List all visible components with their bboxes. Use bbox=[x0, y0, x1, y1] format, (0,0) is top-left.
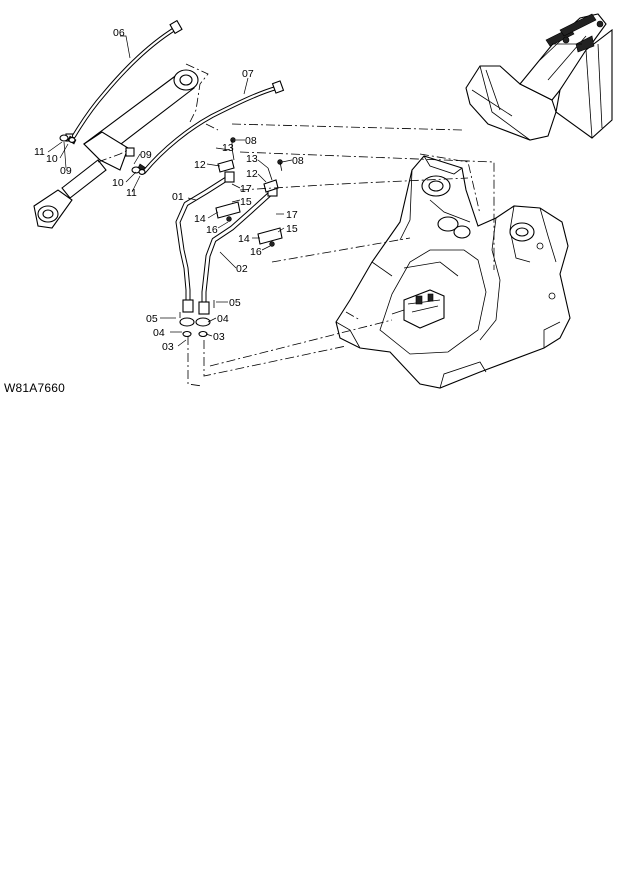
callout-03-right: 03 bbox=[213, 331, 225, 343]
callout-14-left: 14 bbox=[194, 213, 206, 225]
callout-16-right: 16 bbox=[250, 246, 262, 258]
callout-17-right: 17 bbox=[286, 209, 298, 221]
leader-lines bbox=[47, 35, 293, 347]
pipe-02 bbox=[198, 185, 278, 315]
callout-07: 07 bbox=[242, 68, 254, 80]
drawing-id: W81A7660 bbox=[4, 381, 65, 395]
hardware bbox=[59, 134, 283, 338]
callout-02: 02 bbox=[236, 263, 248, 275]
connection-lines bbox=[97, 63, 495, 387]
pipe-01 bbox=[175, 171, 235, 313]
callout-16-left: 16 bbox=[206, 224, 218, 236]
callout-06: 06 bbox=[113, 27, 125, 39]
callout-12-right: 12 bbox=[246, 168, 258, 180]
callout-01: 01 bbox=[172, 191, 184, 203]
callout-14-right: 14 bbox=[238, 233, 250, 245]
callout-08-upper: 08 bbox=[245, 135, 257, 147]
callout-13-left: 13 bbox=[222, 142, 234, 154]
callout-17-left: 17 bbox=[240, 183, 252, 195]
loader-overview-illustration bbox=[465, 13, 613, 141]
hose-07 bbox=[141, 80, 285, 175]
hose-06 bbox=[71, 19, 183, 139]
callout-09-right: 09 bbox=[140, 149, 152, 161]
callout-13-right: 13 bbox=[246, 153, 258, 165]
callout-12-left: 12 bbox=[194, 159, 206, 171]
callout-04-right: 04 bbox=[217, 313, 229, 325]
callout-10-right: 10 bbox=[112, 177, 124, 189]
callout-04-left: 04 bbox=[153, 327, 165, 339]
callout-10-left: 10 bbox=[46, 153, 58, 165]
callout-11-right: 11 bbox=[126, 187, 137, 199]
callout-11-left: 11 bbox=[34, 146, 45, 158]
lift-cylinder-illustration bbox=[33, 69, 199, 229]
callout-15-right: 15 bbox=[286, 223, 298, 235]
callouts: 06 07 08 08 13 13 12 12 17 17 15 15 14 1… bbox=[34, 27, 304, 353]
callout-03-left: 03 bbox=[162, 341, 174, 353]
callout-05-left: 05 bbox=[146, 313, 158, 325]
callout-09-left: 09 bbox=[60, 165, 72, 177]
callout-08-lower: 08 bbox=[292, 155, 304, 167]
front-frame-illustration bbox=[335, 153, 571, 389]
callout-15-left: 15 bbox=[240, 196, 252, 208]
callout-05-right: 05 bbox=[229, 297, 241, 309]
